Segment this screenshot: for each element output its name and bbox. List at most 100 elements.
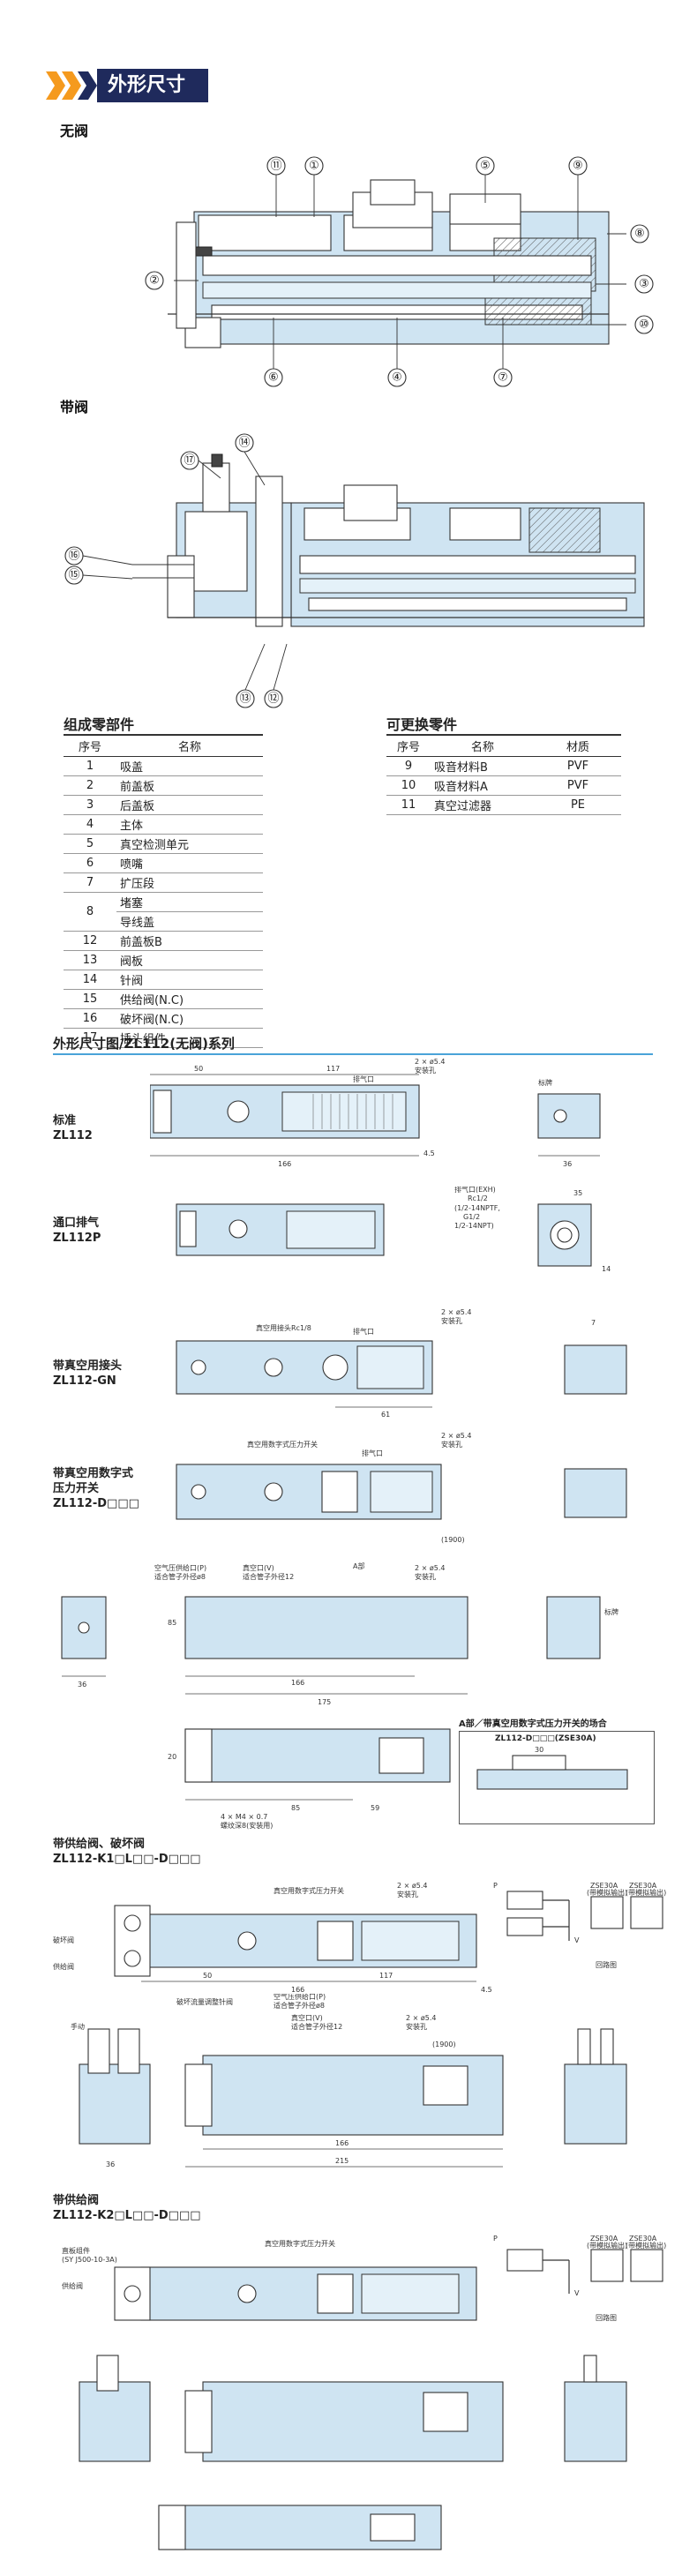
callout-2: ② — [149, 274, 160, 288]
svg-text:4.5: 4.5 — [481, 1986, 492, 1994]
svg-text:供给阀: 供给阀 — [62, 2281, 83, 2290]
series-title: 外形尺寸图/ZL112(无阀)系列 — [53, 1036, 235, 1052]
label-vac-switch: 真空用数字式压力开关 — [247, 1440, 318, 1449]
dim-7: 7 — [591, 1319, 596, 1327]
dim-36: 36 — [563, 1160, 572, 1168]
dim-85: 85 — [168, 1619, 176, 1627]
svg-text:适合管子外径12: 适合管子外径12 — [243, 1572, 294, 1581]
k1-circuit-diagram: P V ZSE30A (带模拟输出) ZSE30A (带模拟输出) 回路图 — [493, 1882, 666, 1969]
label-circuit-1: 回路图 — [596, 1960, 617, 1969]
svg-text:117: 117 — [379, 1972, 393, 1980]
model-d-drawing: 真空用数字式压力开关 排气口 2 × ø5.4 安装孔 (1900) — [176, 1432, 627, 1544]
replace-table-title: 可更换零件 — [386, 713, 621, 735]
svg-text:2 × ø5.4: 2 × ø5.4 — [415, 1564, 446, 1572]
a-detail-drawing: 30 — [476, 1746, 628, 1790]
label-supply-valve: 供给阀 — [53, 1962, 74, 1971]
label-a-ref: A部 — [353, 1561, 364, 1570]
svg-text:直板组件: 直板组件 — [62, 2246, 90, 2255]
svg-text:(1900): (1900) — [432, 2041, 456, 2048]
callout-11: ⑪ — [270, 160, 281, 173]
label-marker: 标牌 — [538, 1078, 552, 1087]
replace-header-no: 序号 — [386, 735, 431, 757]
svg-text:36: 36 — [78, 1681, 86, 1689]
svg-text:(带模拟输出): (带模拟输出) — [587, 2241, 627, 2250]
dim-61: 61 — [381, 1411, 390, 1419]
model-d-detail-drawing: 36 166 175 空气压供给口(P) 适合管子外径ø8 真空口(V) 适合管… — [61, 1561, 618, 1706]
svg-text:166: 166 — [291, 1986, 304, 1994]
dim-215: 215 — [335, 2157, 348, 2165]
callout-10: ⑩ — [639, 318, 649, 332]
dim-175: 175 — [318, 1698, 331, 1706]
zse-label-2: ZSE30A — [629, 1882, 657, 1890]
no-valve-callouts: ⑪ ① ⑤ ⑨ ⑧ ② ③ ⑩ ⑥ ④ ⑦ — [145, 156, 654, 387]
parts-table-title: 组成零部件 — [64, 713, 263, 735]
callout-16: ⑯ — [68, 550, 79, 563]
replace-header-material: 材质 — [535, 735, 621, 757]
parts-header-name: 名称 — [116, 735, 263, 757]
svg-text:排气口: 排气口 — [353, 1327, 374, 1336]
zse-label-1: ZSE30A — [590, 1882, 618, 1890]
svg-text:空气压供给口(P): 空气压供给口(P) — [154, 1563, 206, 1572]
svg-text:G1/2: G1/2 — [463, 1213, 480, 1221]
callout-9: ⑨ — [573, 160, 583, 173]
svg-text:适合管子外径ø8: 适合管子外径ø8 — [274, 2001, 325, 2010]
section-no-valve: 无阀 — [60, 123, 89, 139]
svg-text:30: 30 — [535, 1746, 543, 1754]
callout-12: ⑫ — [267, 693, 279, 706]
callout-3: ③ — [639, 278, 649, 291]
model-port-exhaust-drawing: 排气口(EXH) Rc1/2 (1/2-14NPTF, G1/2 1/2-14N… — [176, 1187, 611, 1273]
svg-text:螺纹深8(安装用): 螺纹深8(安装用) — [221, 1821, 273, 1830]
a-detail-box: ZL112-D□□□(ZSE30A) 30 — [459, 1731, 655, 1824]
svg-text:ZSE30A: ZSE30A — [590, 2235, 618, 2243]
callout-13: ⑬ — [239, 693, 251, 706]
model-d-bottom-view: 20 85 59 4 × M4 × 0.7 螺纹深8(安装用) — [168, 1728, 451, 1830]
callout-17: ⑰ — [184, 454, 195, 468]
dim-4-5: 4.5 — [423, 1149, 435, 1157]
svg-text:V: V — [574, 2289, 580, 2297]
svg-text:(SY J500-10-3A): (SY J500-10-3A) — [62, 2256, 117, 2264]
callout-4: ④ — [392, 371, 402, 385]
svg-text:4 × M4 × 0.7: 4 × M4 × 0.7 — [221, 1813, 267, 1821]
svg-text:真空口(V): 真空口(V) — [243, 1563, 274, 1572]
label-flow-adj: 破坏流量调整针阀 — [176, 1997, 233, 2006]
no-valve-cross-section — [168, 172, 626, 371]
svg-text:标牌: 标牌 — [604, 1607, 618, 1616]
label-vac-port: 真空用接头Rc1/8 — [256, 1323, 311, 1332]
with-valve-callouts-left: ⑯ ⑮ — [64, 546, 132, 585]
callout-6: ⑥ — [268, 371, 279, 385]
svg-text:36: 36 — [106, 2160, 115, 2168]
svg-text:ZSE30A: ZSE30A — [629, 2235, 657, 2243]
svg-text:2 × ø5.4: 2 × ø5.4 — [397, 1882, 428, 1890]
dim-14: 14 — [602, 1265, 611, 1273]
header-chevron-icon — [46, 71, 97, 100]
series-divider — [53, 1053, 653, 1055]
table-row: 导线盖 — [64, 911, 263, 932]
svg-text:20: 20 — [168, 1753, 176, 1761]
svg-text:(带模拟输出): (带模拟输出) — [587, 1888, 627, 1897]
label-holes-sub: 安装孔 — [415, 1066, 436, 1075]
svg-text:V: V — [574, 1936, 580, 1944]
callout-5: ⑤ — [480, 160, 491, 173]
svg-text:1/2-14NPT): 1/2-14NPT) — [454, 1222, 494, 1230]
dim-59: 59 — [371, 1804, 379, 1812]
k2-circuit-diagram: P V ZSE30A (带模拟输出) ZSE30A (带模拟输出) 回路图 — [493, 2235, 666, 2322]
replace-header-name: 名称 — [431, 735, 535, 757]
label-exhaust: 排气口 — [353, 1075, 374, 1083]
callout-15: ⑮ — [68, 569, 79, 582]
